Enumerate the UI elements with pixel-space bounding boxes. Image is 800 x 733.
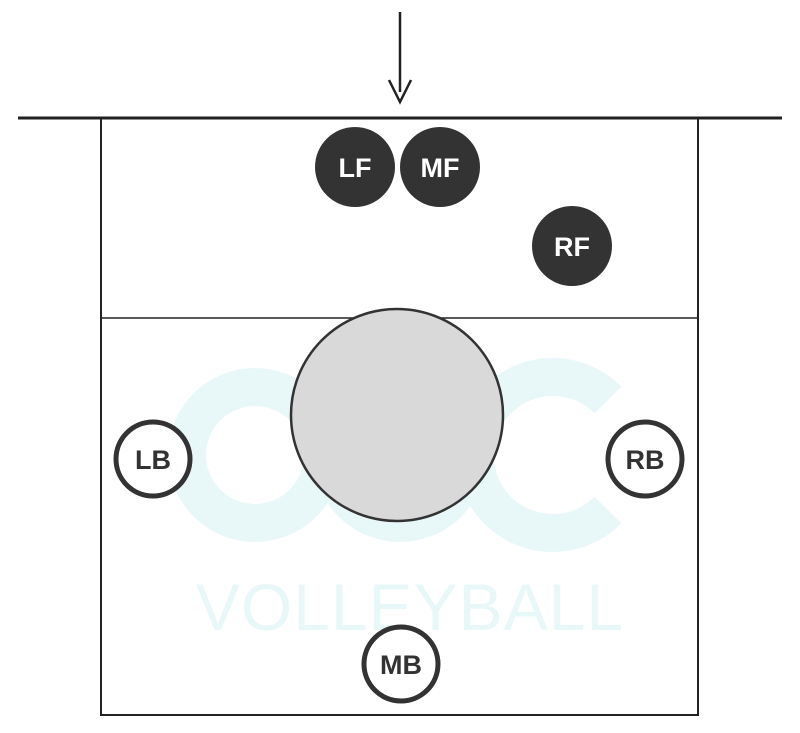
player-lf-circle [315,127,395,207]
player-lb: LB [113,419,193,499]
player-mb-label: MB [380,650,422,680]
player-rb-label: RB [626,445,665,475]
player-mb-circle [361,624,441,704]
player-mf: MF [400,127,480,207]
player-rb-circle [605,419,685,499]
player-rb: RB [605,419,685,499]
down-arrow-icon [387,12,413,105]
player-rf-label: RF [554,232,590,262]
player-lf: LF [315,127,395,207]
player-lb-circle [113,419,193,499]
player-mf-label: MF [421,153,460,183]
player-rf: RF [532,206,612,286]
court-boundary [100,117,699,716]
player-rf-circle [532,206,612,286]
player-lb-label: LB [135,445,171,475]
player-mb: MB [361,624,441,704]
player-mf-circle [400,127,480,207]
gray-circle-zone [289,307,505,523]
player-lf-label: LF [339,153,372,183]
